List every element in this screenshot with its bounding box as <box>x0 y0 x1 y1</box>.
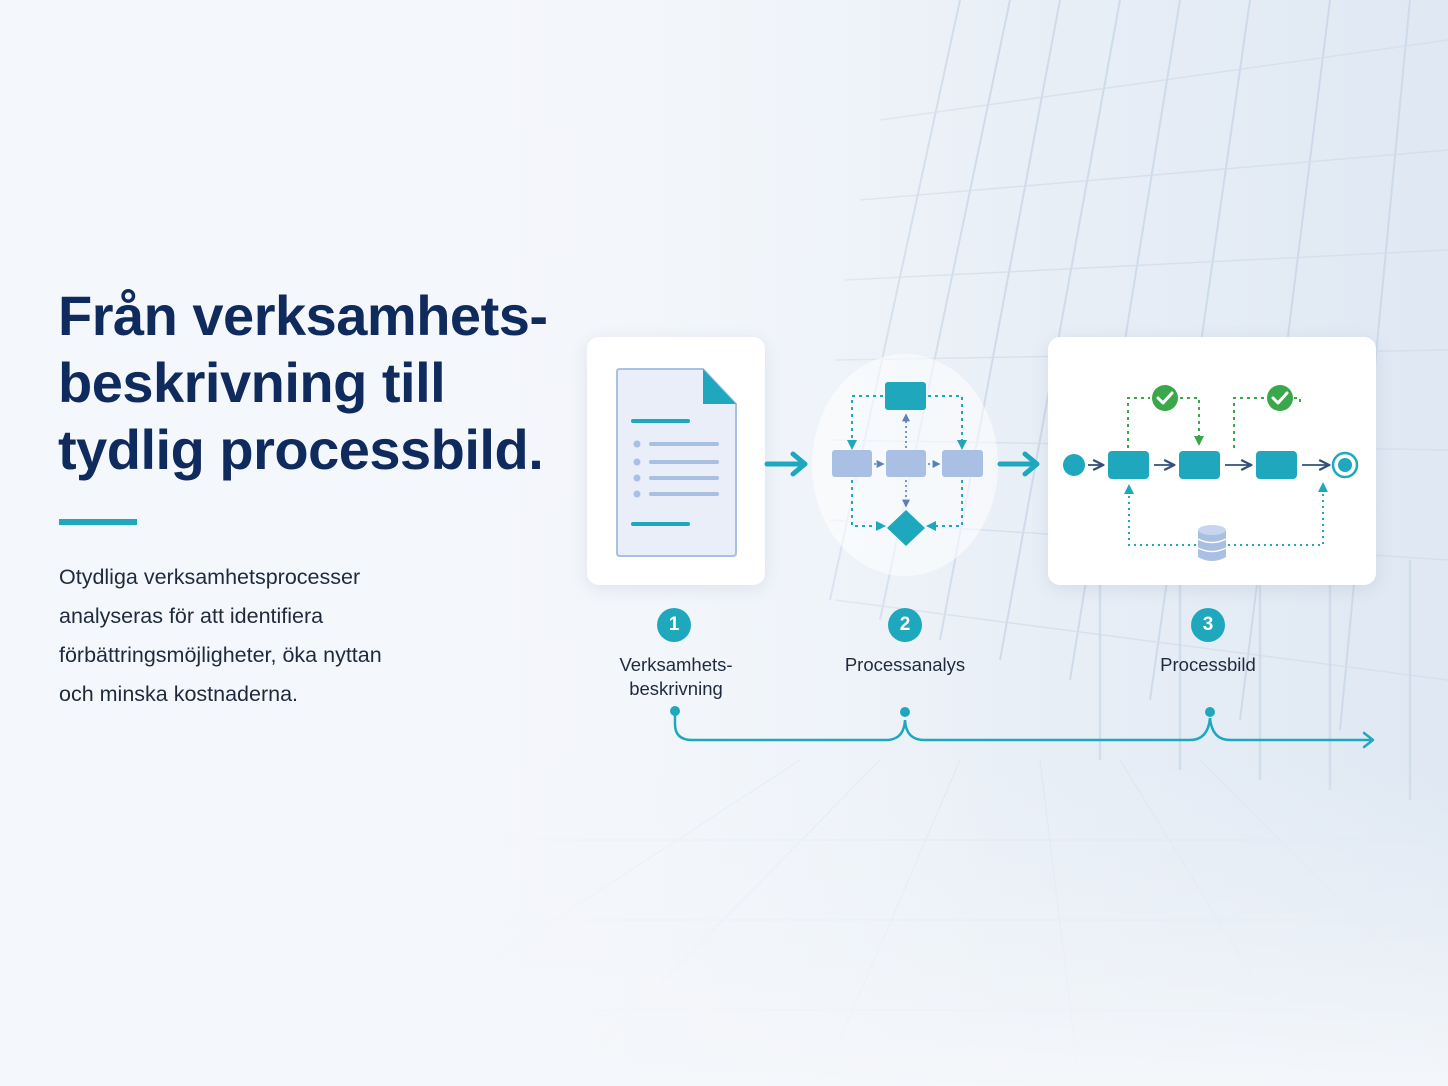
intro-text: Otydliga verksamhetsprocesser analyseras… <box>59 558 479 714</box>
step-1-label-line-1: Verksamhets- <box>619 654 733 675</box>
step-3-label-line-1: Processbild <box>1160 654 1256 675</box>
check-icon <box>1267 385 1293 411</box>
intro-line-4: och minska kostnaderna. <box>59 682 299 706</box>
step-1-label: Verksamhets- beskrivning <box>596 653 756 701</box>
headline-line-1: Från verksamhets- <box>58 284 548 347</box>
process-map-icon <box>1063 385 1359 561</box>
accent-divider <box>59 519 137 525</box>
timeline <box>673 709 1375 749</box>
step-2-label: Processanalys <box>825 653 985 677</box>
step-3-number: 3 <box>1191 608 1225 642</box>
step-2-label-line-1: Processanalys <box>844 654 966 675</box>
document-icon <box>616 368 737 557</box>
step-1-label-line-2: beskrivning <box>629 678 723 699</box>
arrow-step1-to-step2 <box>764 451 808 477</box>
step-2-number: 2 <box>888 608 922 642</box>
headline: Från verksamhets- beskrivning till tydli… <box>58 282 578 483</box>
step-3-label: Processbild <box>1128 653 1288 677</box>
check-icon <box>1152 385 1178 411</box>
database-icon <box>1197 525 1227 561</box>
flowchart-icon <box>832 382 983 546</box>
step-1-number: 1 <box>657 608 691 642</box>
headline-line-3: tydlig processbild. <box>58 418 544 481</box>
intro-line-1: Otydliga verksamhetsprocesser <box>59 565 361 589</box>
intro-line-2: analyseras för att identifiera <box>59 604 324 628</box>
intro-line-3: förbättringsmöjligheter, öka nyttan <box>59 643 382 667</box>
headline-line-2: beskrivning till <box>58 351 446 414</box>
timeline-dots <box>670 706 1215 717</box>
arrow-step2-to-step3 <box>997 451 1040 477</box>
